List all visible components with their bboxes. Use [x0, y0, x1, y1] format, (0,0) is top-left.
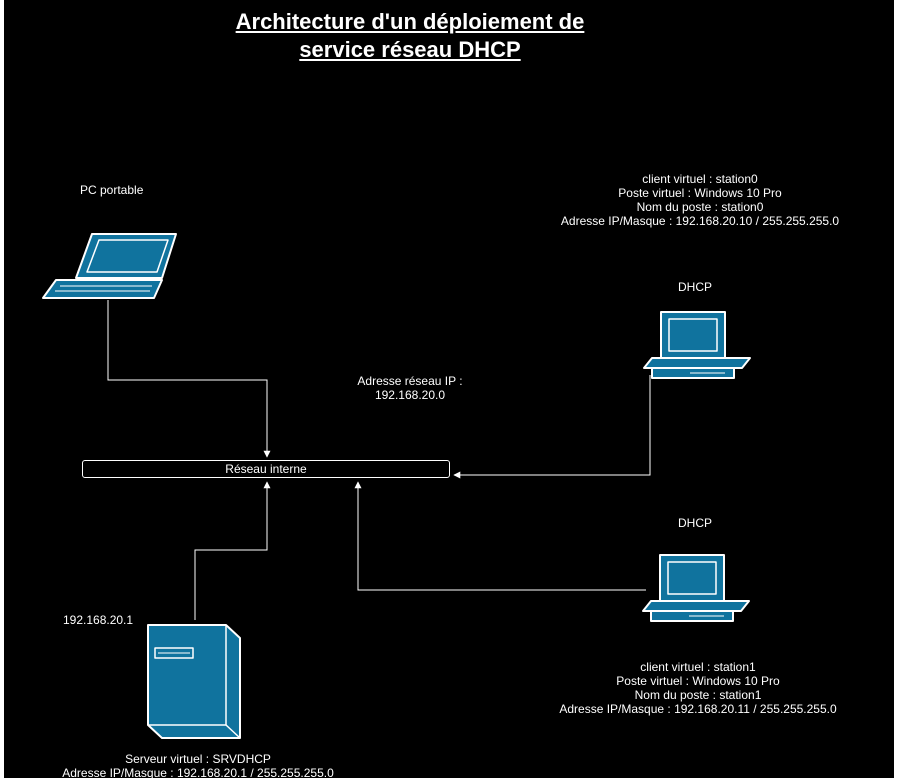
- link-server-bus: [194, 481, 271, 620]
- station0-role-label: DHCP: [678, 280, 713, 294]
- station1-line-3: Nom du poste : station1: [634, 688, 762, 702]
- network-address-label: Adresse réseau IP : 192.168.20.0: [320, 374, 500, 402]
- station0-line-3: Nom du poste : station0: [636, 200, 764, 214]
- server-info: Serveur virtuel : SRVDHCP Adresse IP/Mas…: [10, 752, 386, 780]
- station0-line-1: client virtuel : station0: [642, 172, 758, 186]
- desktop-computer-icon-station0: [643, 311, 751, 379]
- station1-line-1: client virtuel : station1: [640, 660, 756, 674]
- network-address-line-2: 192.168.20.0: [374, 388, 446, 402]
- desktop-computer-icon-station1: [642, 554, 750, 622]
- station0-info: client virtuel : station0 Poste virtuel …: [520, 172, 880, 228]
- link-station1-bus: [354, 481, 646, 591]
- station1-role-label: DHCP: [678, 516, 713, 530]
- laptop-icon: [42, 233, 177, 299]
- server-line-1: Serveur virtuel : SRVDHCP: [125, 752, 271, 766]
- station1-info: client virtuel : station1 Poste virtuel …: [518, 660, 878, 716]
- station0-line-4: Adresse IP/Masque : 192.168.20.10 / 255.…: [560, 214, 840, 228]
- title-line-2: service réseau DHCP: [299, 37, 521, 62]
- server-ip-label: 192.168.20.1: [63, 613, 134, 627]
- server-tower-icon: [147, 624, 241, 739]
- laptop-label: PC portable: [80, 183, 144, 197]
- link-station0-bus: [453, 375, 651, 479]
- station1-line-2: Poste virtuel : Windows 10 Pro: [616, 674, 780, 688]
- diagram-title: Architecture d'un déploiement de service…: [150, 8, 670, 64]
- station0-line-2: Poste virtuel : Windows 10 Pro: [618, 186, 782, 200]
- title-line-1: Architecture d'un déploiement de: [235, 9, 585, 34]
- link-laptop-bus: [107, 300, 271, 458]
- server-line-2: Adresse IP/Masque : 192.168.20.1 / 255.2…: [62, 766, 334, 780]
- internal-network-bus: Réseau interne: [82, 460, 450, 478]
- station1-line-4: Adresse IP/Masque : 192.168.20.11 / 255.…: [559, 702, 837, 716]
- network-address-line-1: Adresse réseau IP :: [357, 374, 463, 388]
